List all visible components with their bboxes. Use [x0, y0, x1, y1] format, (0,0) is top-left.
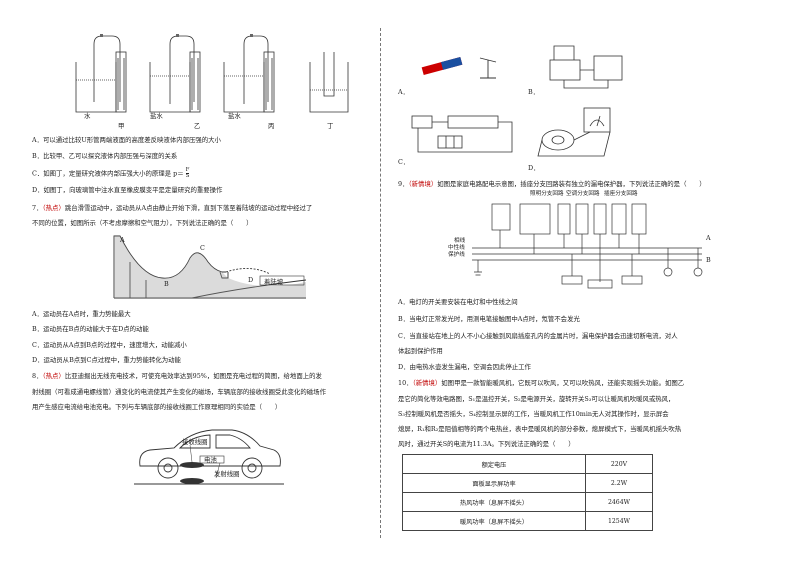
q9-label-neutral: 中性线: [448, 245, 465, 251]
q6-formula-lhs: p＝: [173, 169, 184, 178]
q8-option-c-label: C．: [398, 158, 410, 166]
q10-stem-1: 如图甲是一款智能暖风机，它既可以吹风，又可以吹热风，还能实现摇头功能。如图乙: [441, 379, 685, 387]
table-cell-value: 220V: [585, 454, 653, 474]
q7-figure: [113, 235, 307, 299]
q6-option-d: D．如图丁，向玻璃管中注水直至橡皮膜变平是定量研究的重要操作: [32, 186, 223, 194]
q7-option-c: C．运动员从A点到B点的过程中，速度增大，动能减小: [32, 341, 187, 349]
table-row: 暖风功率（息屏不摇头） 1254W: [402, 511, 653, 531]
q7-fig-label-b: B: [164, 280, 169, 288]
q8-tag: （热点）: [42, 372, 65, 380]
q7-stem-line-2: 不同的位置，如图所示（不考虑摩擦和空气阻力），下列说法正确的是（ ）: [32, 219, 253, 227]
q10-tag: （新情境）: [412, 379, 442, 387]
q6-option-a: A．可以通过比较U形管两端液面的高度差反映液体内部压强的大小: [32, 136, 221, 144]
q7-fig-label-slope: 着陆坡: [264, 278, 284, 286]
q6-option-c-text: C．如图丁，定量研究液体内部压强大小的原理是: [32, 169, 172, 178]
fig-label-saltwater-1: 盐水: [150, 112, 163, 120]
q6-formula-numerator: F: [185, 167, 190, 174]
table-cell-name: 暖风功率（息屏不摇头）: [402, 511, 586, 531]
table-cell-name: 热风功率（息屏不摇头）: [402, 492, 586, 512]
q8-option-a-figure: [421, 56, 497, 79]
q9-label-socket: 插座分支回路: [604, 191, 638, 197]
table-cell-value: 2464W: [585, 492, 653, 512]
q8-option-d-label: D．: [528, 164, 540, 172]
q9-label-b: B: [706, 256, 711, 264]
q9-option-b: B．当电灯正常发光时，用测电笔接触图中A点时，氖管不会发光: [398, 315, 580, 323]
q9-stem: 9．（新情境）如图是家庭电路配电示意图，插座分支回路装有独立的漏电保护器，下列说…: [398, 180, 706, 189]
q8-stem-1: 比亚迪掘出无线充电技术，可使充电效率达到95%，如图是充电过程的简图，给地面上的…: [64, 372, 322, 380]
q9-option-d: D．由电热水壶发生漏电，空调会因此停止工作: [398, 363, 531, 371]
q7-fig-label-a: A: [120, 236, 125, 244]
q10-stem-line-2: 是它的简化等效电路图，S₁是温控开关，S₂是电源开关，旋转开关S₃可以让暖风机吹…: [398, 395, 675, 403]
q9-label-ac: 空调分支回路: [566, 191, 600, 197]
q8-stem-line-3: 用产生感应电流给电池充电。下列与车辆底部的接收线圈工作原理相同的实验是（ ）: [32, 403, 282, 411]
q10-stem-line-4: 熄屏，R₁和R₂是阻值相等的两个电热丝，表中是暖风机的部分参数，熄屏模式下，当暖…: [398, 425, 682, 433]
q9-number: 9．: [398, 180, 409, 188]
q8-label-transmit-coil: 发射线圈: [214, 470, 240, 478]
table-cell-value: 2.2W: [585, 473, 653, 493]
q6-option-c: C．如图丁，定量研究液体内部压强大小的原理是 p＝ F S: [32, 167, 190, 179]
q10-number: 10．: [398, 379, 413, 387]
q7-fig-label-d: D: [248, 276, 254, 284]
q8-option-c-figure: [411, 115, 513, 153]
q8-label-receive-coil: 接收线圈: [182, 438, 208, 446]
q9-option-c: C．当直接站在地上的人不小心接触到风扇插座孔内的金属片时，漏电保护器会迅速切断电…: [398, 332, 678, 340]
table-row: 额定电压 220V: [402, 454, 653, 474]
q8-number: 8．: [32, 372, 43, 380]
q9-label-live: 相线: [454, 238, 466, 244]
q6-figure: [75, 34, 349, 113]
q10-stem-line-1: 10．（新情境）如图甲是一款智能暖风机，它既可以吹风，又可以吹热风，还能实现摇头…: [398, 379, 684, 388]
fig-label-saltwater-2: 盐水: [228, 112, 241, 120]
q8-car-figure: [134, 429, 284, 485]
q7-option-a: A．运动员在A点时，重力势能最大: [32, 310, 131, 318]
table-cell-name: 额定电压: [402, 454, 586, 474]
q9-circuit-figure: [472, 203, 703, 289]
fig-label-jia: 甲: [118, 122, 125, 130]
q7-tag: （热点）: [42, 204, 65, 212]
q7-fig-label-c: C: [200, 244, 205, 252]
column-divider: [380, 28, 381, 538]
q9-stem-text: 如图是家庭电路配电示意图，插座分支回路装有独立的漏电保护器，下列说法正确的是（ …: [437, 180, 706, 188]
q7-number: 7．: [32, 204, 43, 212]
q10-stem-line-3: S₃控制暖风机是否摇头，S₄控制显示屏的工作，当暖风机工作10min无人对其操作…: [398, 410, 669, 418]
table-cell-value: 1254W: [585, 511, 653, 531]
q8-option-a-label: A．: [398, 88, 410, 96]
q9-option-c-cont: 体起到保护作用: [398, 347, 443, 355]
q8-option-b-figure: [549, 45, 623, 89]
q8-option-d-figure: [537, 107, 611, 157]
fig-label-ding: 丁: [327, 122, 334, 130]
q9-label-ground: 保护线: [448, 252, 465, 258]
q7-option-b: B．运动员在B点的动能大于在D点的动能: [32, 325, 149, 333]
fig-label-bing: 丙: [268, 122, 275, 130]
q8-option-b-label: B．: [528, 88, 540, 96]
q10-stem-line-5: 风时，通过开关S的电流为11.3A。下列说法正确的是（ ）: [398, 440, 575, 448]
q9-label-a: A: [706, 234, 711, 242]
table-cell-name: 面板显示屏功率: [402, 473, 586, 493]
q7-stem-line-1: 7．（热点）跳台滑雪运动中，运动员从A点由静止开始下滑，直到下落至着陆坡的运动过…: [32, 204, 312, 213]
fig-label-water: 水: [84, 112, 91, 120]
q8-stem-line-2: 射线圈（可看成通电螺线管）通变化的电流使其产生变化的磁场，车辆底部的接收线圈受此…: [32, 388, 326, 396]
q6-formula-fraction: F S: [185, 167, 190, 179]
table-row: 热风功率（息屏不摇头） 2464W: [402, 492, 653, 512]
q9-option-a: A．电灯的开关要安装在电灯和中性线之间: [398, 298, 518, 306]
q8-label-battery: 电池: [204, 456, 217, 464]
q6-option-b: B．比较甲、乙可以探究液体内部压强与深度的关系: [32, 152, 178, 160]
q6-formula-denominator: S: [185, 173, 190, 179]
q9-label-lighting: 照明分支回路: [530, 191, 564, 197]
q7-option-d: D．运动员从B点到C点过程中，重力势能转化为动能: [32, 356, 181, 364]
q10-spec-table: 额定电压 220V 面板显示屏功率 2.2W 热风功率（息屏不摇头） 2464W…: [402, 454, 653, 531]
fig-label-yi: 乙: [194, 122, 201, 130]
q8-stem-line-1: 8．（热点）比亚迪掘出无线充电技术，可使充电效率达到95%，如图是充电过程的简图…: [32, 372, 322, 381]
q9-tag: （新情境）: [408, 180, 438, 188]
q7-stem-1: 跳台滑雪运动中，运动员从A点由静止开始下滑，直到下落至着陆坡的运动过程中经过了: [64, 204, 313, 212]
table-row: 面板显示屏功率 2.2W: [402, 473, 653, 493]
